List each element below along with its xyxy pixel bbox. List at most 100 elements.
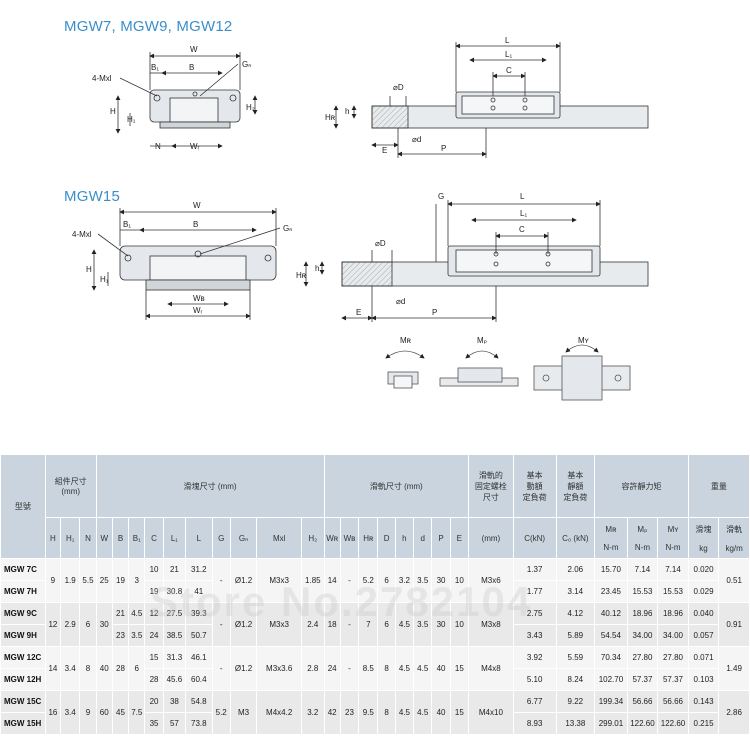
cell-n: 8: [79, 646, 97, 691]
cell-h2: 2.4: [301, 602, 325, 647]
cell-d: 3.5: [413, 558, 433, 603]
sub-bolt-unit: (mm): [468, 517, 514, 559]
cell-b1: 4.5: [128, 602, 146, 625]
cell-my: 27.80: [657, 646, 689, 669]
cell-my: 122.60: [657, 712, 689, 735]
cell-l1: 21: [162, 558, 187, 581]
dim-mxl: 4-Mxl: [92, 74, 112, 83]
cell-l1: 30.8: [162, 580, 187, 603]
cell-l1: 38: [162, 690, 187, 713]
cell-b1: 3.5: [128, 624, 146, 647]
cell-p: 40: [431, 646, 451, 691]
cell-g: -: [211, 558, 231, 603]
side-view-mgw15: [303, 200, 649, 322]
cell-kg: 0.057: [687, 624, 720, 647]
dim-h1: H₁: [127, 115, 136, 124]
sub-g: G: [211, 517, 231, 559]
cell-l: 50.7: [185, 624, 213, 647]
cell-c_kn: 1.37: [512, 558, 557, 581]
cell-mp: 122.60: [626, 712, 659, 735]
sub-n: N: [79, 517, 97, 559]
sub-b: B: [111, 517, 130, 559]
sub-mxl: Mxl: [256, 517, 303, 559]
dim-b: B: [189, 63, 194, 72]
dim-h-small-15: h: [315, 264, 319, 273]
sub-h2: H₂: [301, 517, 325, 559]
cell-d: 6: [377, 558, 396, 603]
sub-wr: Wʀ: [323, 517, 341, 559]
dim-l-15: L: [520, 192, 525, 201]
cell-b: 28: [111, 646, 130, 691]
cell-w: 30: [95, 602, 113, 647]
dim-p: P: [441, 144, 446, 153]
cell-model: MGW 12H: [0, 668, 46, 691]
cell-c: 10: [144, 558, 164, 581]
dim-c-15: C: [519, 225, 525, 234]
hdr-rail: 滑軌尺寸 (mm): [323, 454, 470, 518]
cell-my: 18.96: [657, 602, 689, 625]
cell-b: 45: [111, 690, 130, 735]
dim-g-15: G: [438, 192, 444, 201]
dim-e-15: E: [356, 308, 361, 317]
cell-n: 6: [79, 602, 97, 647]
front-view-small-labels: W B₁ B Gₙ 4-Mxl H H₁ H₂ N Wᵣ: [92, 45, 255, 151]
cell-mxl: M3x3.6: [256, 646, 303, 691]
cell-mp: 15.53: [626, 580, 659, 603]
cell-h2: 3.2: [301, 690, 325, 735]
cell-gn: Ø1.2: [229, 646, 258, 691]
moment-mp-label: Mₚ: [477, 336, 487, 345]
dim-wb-15: Wʙ: [193, 294, 205, 303]
sub-e: E: [449, 517, 470, 559]
cell-c0: 9.22: [555, 690, 596, 713]
cell-kgm: 0.91: [718, 602, 750, 647]
cell-hr: 9.5: [358, 690, 379, 735]
dim-h-15: H: [86, 265, 92, 274]
section-title-mgw15: MGW15: [64, 188, 121, 205]
cell-d: 6: [377, 602, 396, 647]
hdr-weight: 重量: [687, 454, 750, 518]
cell-model: MGW 15H: [0, 712, 46, 735]
cell-mp: 57.37: [626, 668, 659, 691]
dim-l: L: [505, 36, 510, 45]
cell-wb: -: [339, 558, 360, 603]
cell-mr: 299.01: [594, 712, 628, 735]
cell-kgm: 0.51: [718, 558, 750, 603]
cell-my: 7.14: [657, 558, 689, 581]
cell-model: MGW 7C: [0, 558, 46, 581]
cell-c_kn: 6.77: [512, 690, 557, 713]
sub-b1: B₁: [128, 517, 146, 559]
sub-h: H: [44, 517, 62, 559]
dim-b-15: B: [193, 220, 198, 229]
cell-e: 15: [449, 646, 470, 691]
cell-wb: -: [339, 646, 360, 691]
cell-c_kn: 3.92: [512, 646, 557, 669]
cell-b: 23: [111, 624, 130, 647]
cell-l1: 31.3: [162, 646, 187, 669]
cell-h1: 1.9: [60, 558, 81, 603]
cell-h: 16: [44, 690, 62, 735]
cell-h: 12: [44, 602, 62, 647]
cell-hr: 8.5: [358, 646, 379, 691]
cell-hr: 7: [358, 602, 379, 647]
dim-l1-15: L₁: [520, 209, 527, 218]
sub-h1: H₁: [60, 517, 81, 559]
moment-mr-label: Mʀ: [400, 336, 412, 345]
cell-l1: 57: [162, 712, 187, 735]
cell-kg: 0.029: [687, 580, 720, 603]
sub-w: W: [95, 517, 113, 559]
cell-c_kn: 8.93: [512, 712, 557, 735]
cell-n: 9: [79, 690, 97, 735]
cell-my: 34.00: [657, 624, 689, 647]
cell-b: 19: [111, 558, 130, 603]
dim-wr: Wᵣ: [190, 142, 200, 151]
